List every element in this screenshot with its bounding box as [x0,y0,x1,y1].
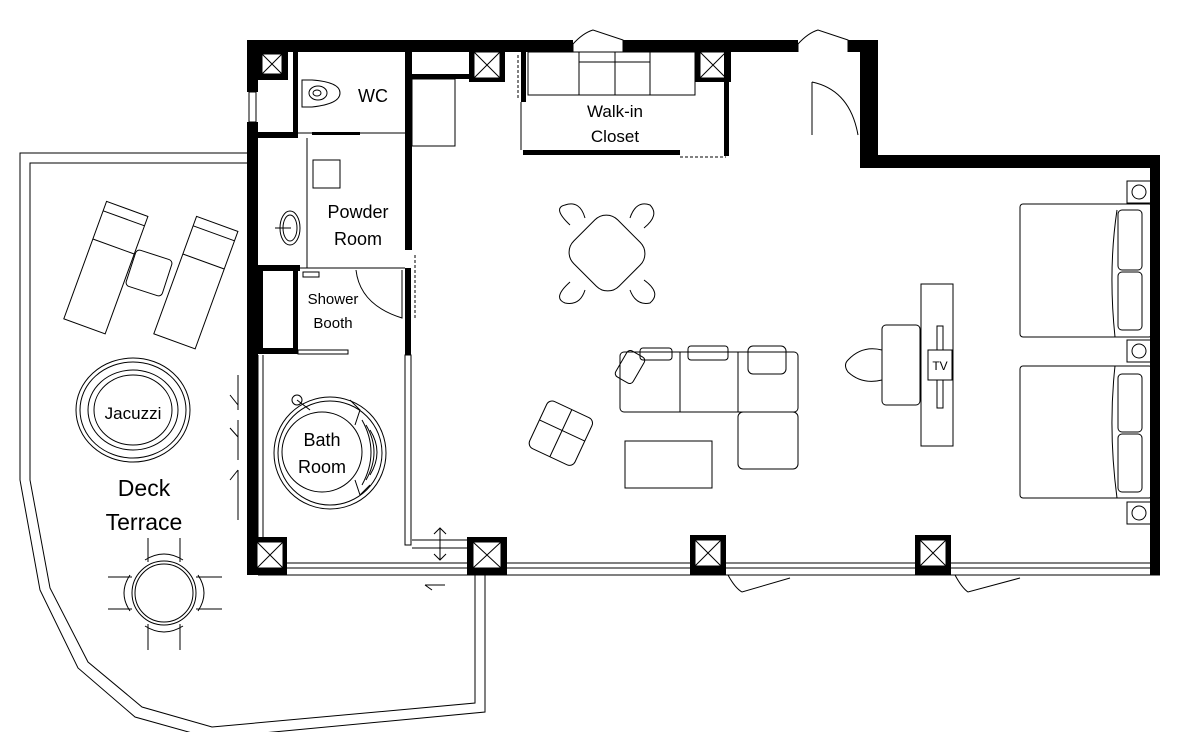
label-shower: Shower [308,291,359,308]
jacuzzi [75,357,191,463]
label-closet: Closet [591,127,639,146]
deck-table [108,538,222,650]
sink-icon [275,210,301,246]
ottoman [737,411,799,470]
label-booth: Booth [313,315,352,332]
fixtures [275,79,341,278]
beds [1019,203,1153,499]
label-walk-in: Walk-in [587,102,643,121]
cabinet [312,159,341,189]
columns [247,46,951,575]
label-terrace: Terrace [106,509,183,535]
lounge-chairs [63,200,239,350]
coffee-table [624,440,713,489]
label-wc: WC [358,86,388,106]
label-powder: Powder [327,202,388,222]
label-powder-room: Room [334,229,382,249]
exterior-walls [247,29,1160,575]
deck-terrace-outline [19,152,486,732]
tv-stand [920,283,954,447]
toilet-icon [301,79,341,108]
label-bath-room: Room [298,457,346,477]
bathtub-icon [273,394,387,510]
armchair [528,400,594,466]
label-jacuzzi: Jacuzzi [105,404,162,423]
dining-table [559,203,656,304]
label-deck: Deck [118,475,171,501]
label-bath: Bath [303,430,340,450]
desk [845,324,921,406]
interior-walls [229,51,859,546]
sofa [614,345,799,489]
nightstands [1126,180,1152,525]
room-labels: WC Walk-in Closet Powder Room Shower Boo… [105,86,948,535]
label-tv: TV [932,359,947,373]
